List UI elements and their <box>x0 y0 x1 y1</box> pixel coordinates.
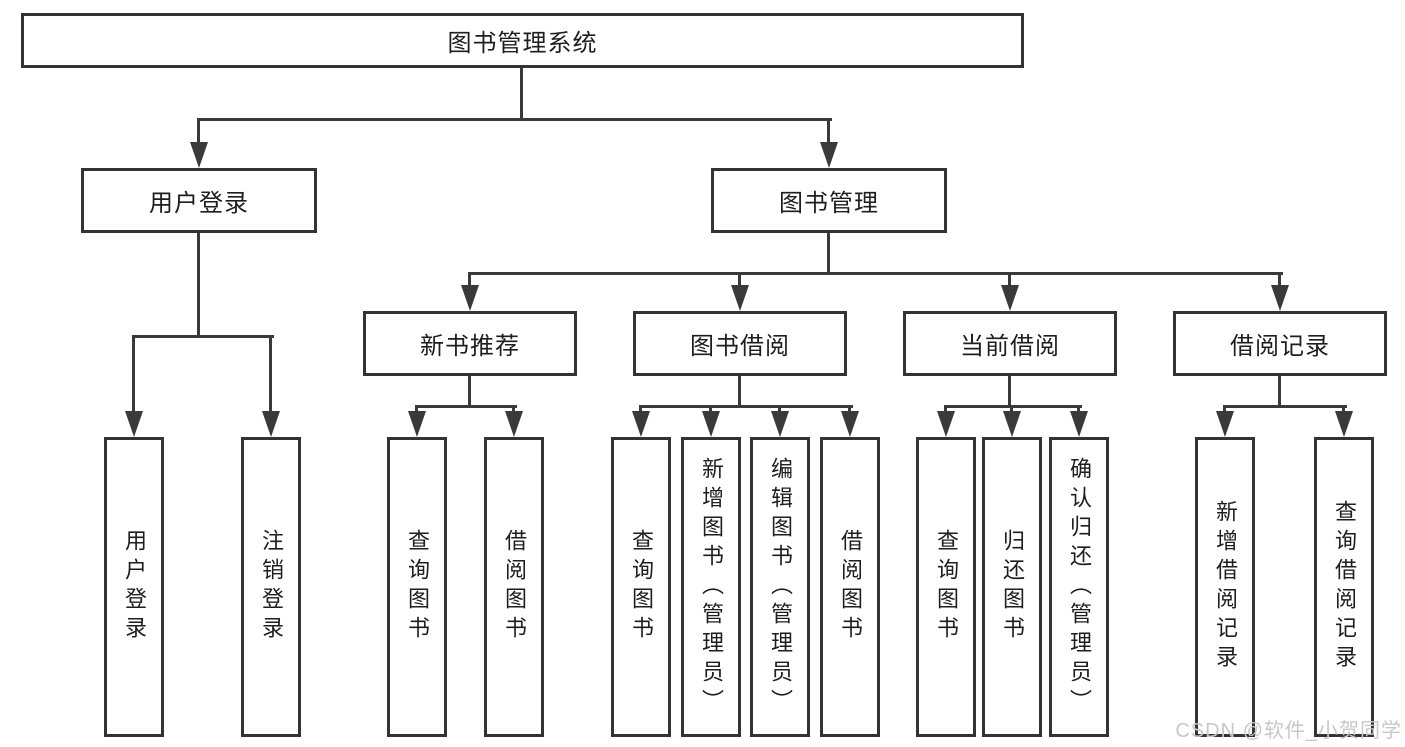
node-label: 用户登录 <box>149 190 249 217</box>
arrowhead-down-icon <box>461 285 479 311</box>
connector-drop <box>1278 272 1281 288</box>
node-label: 图书管理 <box>779 190 879 217</box>
leaf-query-book-1: 查询图书 <box>387 437 447 737</box>
leaf-label: 借阅图书 <box>838 529 863 645</box>
connector-drop <box>1010 405 1013 414</box>
node-new-book-recommend: 新书推荐 <box>363 311 577 376</box>
arrowhead-down-icon <box>262 411 280 437</box>
arrowhead-down-icon <box>841 411 859 437</box>
arrowhead-down-icon <box>632 411 650 437</box>
node-label: 图书借阅 <box>690 333 790 360</box>
leaf-add-borrow-record: 新增借阅记录 <box>1195 437 1255 737</box>
connector-stem-book-borrow <box>738 376 741 408</box>
connector-drop <box>738 272 741 288</box>
arrowhead-down-icon <box>505 411 523 437</box>
leaf-label: 用户登录 <box>122 529 147 645</box>
connector-drop <box>512 405 515 414</box>
connector-drop <box>827 118 830 146</box>
connector-drop <box>709 405 712 414</box>
leaf-query-book-3: 查询图书 <box>916 437 976 737</box>
leaf-edit-book-admin: 编辑图书（管理员） <box>750 437 810 737</box>
node-library-management-system: 图书管理系统 <box>21 13 1024 68</box>
leaf-label: 借阅图书 <box>502 529 527 645</box>
connector-drop <box>639 405 642 414</box>
connector-drop <box>1008 272 1011 288</box>
connector-branch-current-borrow <box>944 405 1082 408</box>
connector-stem-user-login <box>197 233 200 338</box>
connector-drop <box>944 405 947 414</box>
leaf-label: 查询借阅记录 <box>1332 500 1357 674</box>
arrowhead-down-icon <box>702 411 720 437</box>
leaf-label: 注销登录 <box>259 529 284 645</box>
arrowhead-down-icon <box>820 142 838 168</box>
connector-branch-book-borrow <box>639 405 853 408</box>
leaf-return-book: 归还图书 <box>982 437 1042 737</box>
arrowhead-down-icon <box>1001 285 1019 311</box>
node-label: 借阅记录 <box>1230 333 1330 360</box>
arrowhead-down-icon <box>1271 285 1289 311</box>
leaf-label: 归还图书 <box>1000 529 1025 645</box>
connector-branch-book-management <box>468 272 1283 275</box>
node-borrow-records: 借阅记录 <box>1173 311 1387 376</box>
connector-stem-book-management <box>827 233 830 275</box>
leaf-label: 编辑图书（管理员） <box>768 456 793 718</box>
node-user-login: 用户登录 <box>81 168 317 233</box>
connector-drop <box>1342 405 1345 414</box>
csdn-watermark: CSDN @软件_小贺同学 <box>1175 720 1402 742</box>
connector-drop <box>415 405 418 414</box>
leaf-logout: 注销登录 <box>241 437 301 737</box>
leaf-borrow-book-2: 借阅图书 <box>820 437 880 737</box>
leaf-label: 新增借阅记录 <box>1213 500 1238 674</box>
node-label: 图书管理系统 <box>447 30 598 57</box>
arrowhead-down-icon <box>190 142 208 168</box>
connector-branch-new-book <box>415 405 517 408</box>
connector-stem-current-borrow <box>1008 376 1011 408</box>
leaf-query-borrow-record: 查询借阅记录 <box>1314 437 1374 737</box>
connector-drop <box>778 405 781 414</box>
arrowhead-down-icon <box>1070 411 1088 437</box>
arrowhead-down-icon <box>125 411 143 437</box>
leaf-query-book-2: 查询图书 <box>611 437 671 737</box>
connector-stem-root <box>520 68 523 120</box>
node-current-borrow: 当前借阅 <box>903 311 1117 376</box>
connector-branch-borrow-records <box>1223 405 1347 408</box>
leaf-label: 新增图书（管理员） <box>699 456 724 718</box>
connector-stem-new-book <box>468 376 471 408</box>
leaf-confirm-return-admin: 确认归还（管理员） <box>1049 437 1109 737</box>
arrowhead-down-icon <box>408 411 426 437</box>
arrowhead-down-icon <box>771 411 789 437</box>
node-label: 当前借阅 <box>960 333 1060 360</box>
node-book-borrow: 图书借阅 <box>633 311 847 376</box>
connector-drop <box>132 335 135 414</box>
leaf-borrow-book-1: 借阅图书 <box>484 437 544 737</box>
connector-drop <box>197 118 200 146</box>
node-label: 新书推荐 <box>420 333 520 360</box>
connector-drop <box>848 405 851 414</box>
connector-drop <box>1223 405 1226 414</box>
connector-stem-borrow-records <box>1278 376 1281 408</box>
arrowhead-down-icon <box>1003 411 1021 437</box>
node-book-management: 图书管理 <box>711 168 947 233</box>
arrowhead-down-icon <box>937 411 955 437</box>
leaf-label: 确认归还（管理员） <box>1067 456 1092 718</box>
connector-drop <box>269 335 272 414</box>
leaf-label: 查询图书 <box>629 529 654 645</box>
leaf-user-login: 用户登录 <box>104 437 164 737</box>
connector-drop <box>468 272 471 288</box>
connector-branch-user-login <box>132 335 274 338</box>
leaf-label: 查询图书 <box>405 529 430 645</box>
leaf-add-book-admin: 新增图书（管理员） <box>681 437 741 737</box>
connector-branch-root <box>197 118 832 121</box>
arrowhead-down-icon <box>1216 411 1234 437</box>
connector-drop <box>1077 405 1080 414</box>
arrowhead-down-icon <box>731 285 749 311</box>
leaf-label: 查询图书 <box>934 529 959 645</box>
arrowhead-down-icon <box>1335 411 1353 437</box>
